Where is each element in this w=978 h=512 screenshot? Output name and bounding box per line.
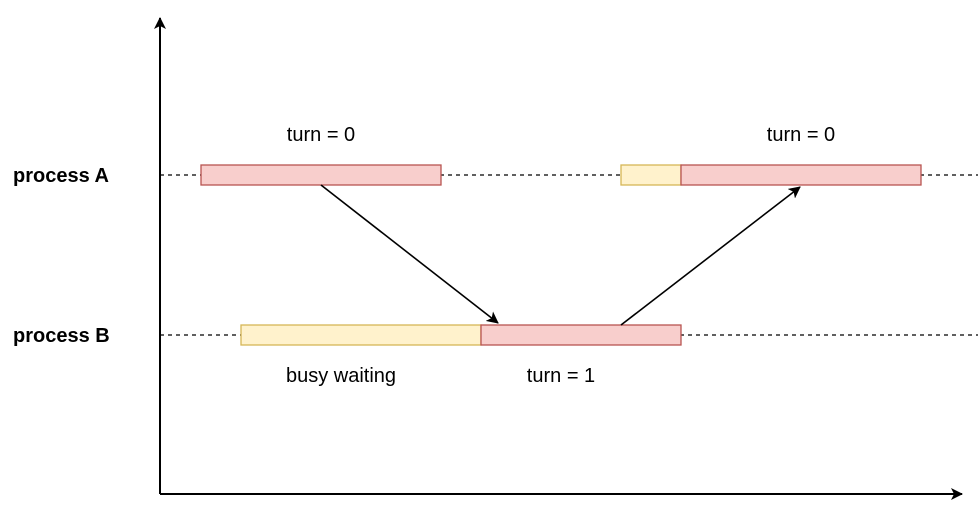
process-a-label: process A: [13, 165, 109, 187]
turn-label-b: turn = 1: [527, 365, 595, 387]
process-b-label: process B: [13, 325, 110, 347]
turn-label-a-second: turn = 0: [767, 124, 835, 146]
process-b-busy-waiting-section: [240, 324, 482, 346]
turn-label-a-first: turn = 0: [287, 124, 355, 146]
process-a-critical-section-2: [680, 164, 922, 186]
process-b-critical-section: [480, 324, 682, 346]
handoff-arrow-b-to-a: [620, 186, 801, 326]
process-a-waiting-section: [620, 164, 682, 186]
handoff-arrow-a-to-b: [320, 184, 499, 324]
process-a-critical-section-1: [200, 164, 442, 186]
busy-waiting-label: busy waiting: [286, 365, 396, 387]
